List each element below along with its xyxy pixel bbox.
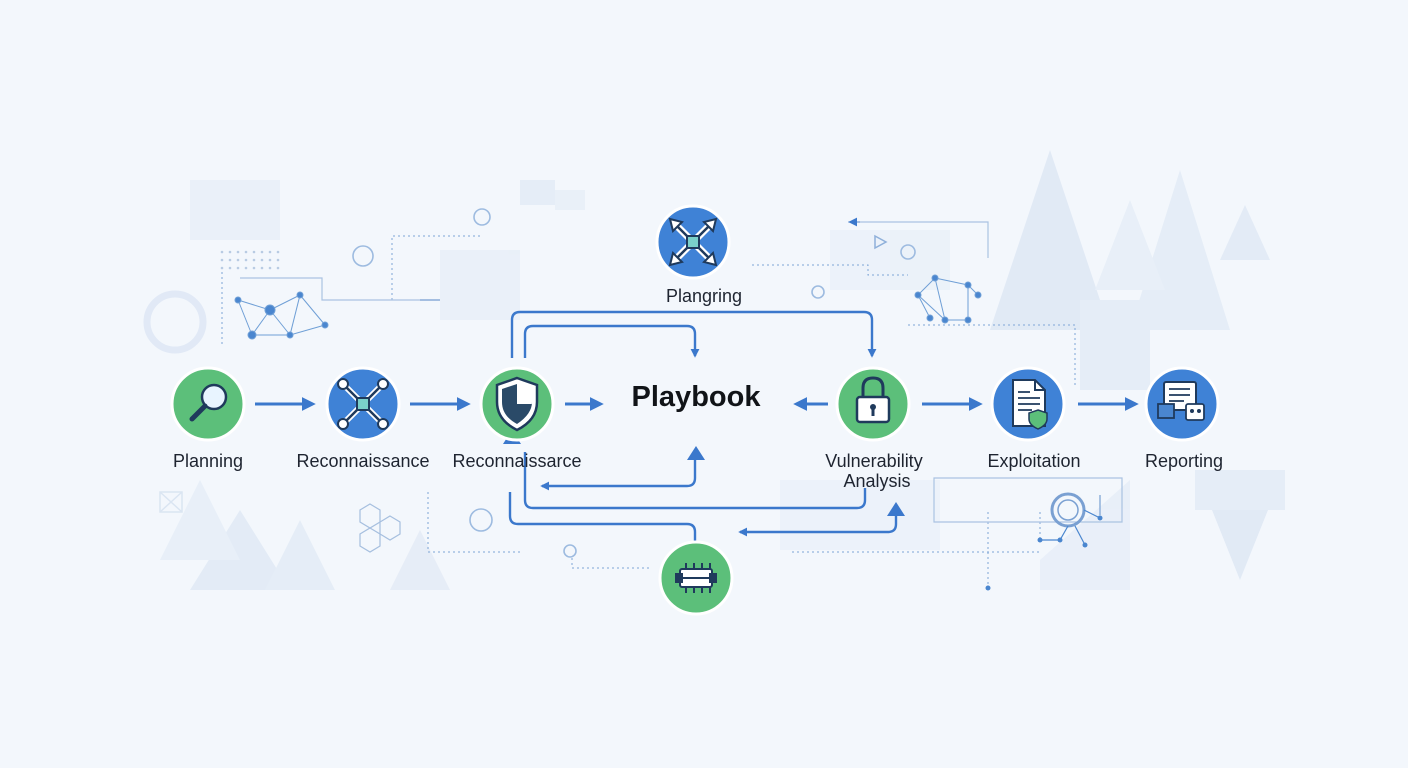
- dot-grid: [220, 250, 280, 270]
- loop-arrows: [508, 310, 898, 548]
- shield-icon: [495, 376, 539, 432]
- crossed-tools-icon: [668, 217, 718, 267]
- node-plangring[interactable]: [655, 204, 731, 280]
- node-recon-1[interactable]: [325, 366, 401, 442]
- magnifier-icon: [189, 383, 228, 422]
- thin-connectors: [240, 221, 1123, 523]
- loop-right-bottom: [738, 504, 898, 537]
- node-planning[interactable]: [168, 364, 248, 444]
- dotted-connectors: [221, 235, 1076, 588]
- label-analysis: Analysis: [843, 471, 911, 491]
- node-bottom[interactable]: [658, 540, 734, 616]
- report-screen-icon: [1157, 381, 1205, 421]
- playbook-title: Playbook: [631, 381, 761, 413]
- node-exploit[interactable]: [990, 366, 1066, 442]
- label-vulnerability: Vulnerability: [825, 451, 923, 471]
- loop-bottom-node: [508, 492, 697, 548]
- network-graph-right: [914, 274, 982, 324]
- label-plangring: Plangring: [665, 286, 743, 306]
- label-reconnaissance: Reconnaissance: [296, 451, 430, 471]
- chip-connector: [1040, 509, 1101, 546]
- node-report[interactable]: [1144, 366, 1220, 442]
- loop-bottom-inner: [540, 452, 697, 491]
- node-recon-2[interactable]: [479, 366, 555, 442]
- network-graph-left: [234, 291, 329, 340]
- loop-top-outer: [510, 310, 877, 358]
- loop-top-inner: [523, 324, 700, 358]
- circuit-icon: [675, 563, 717, 593]
- hexagon-cluster: [359, 503, 401, 553]
- decor-arrows: [420, 217, 1101, 515]
- document-shield-icon: [1012, 379, 1048, 430]
- background-decoration: [143, 150, 1285, 590]
- loop-bottom-outer: [523, 452, 867, 510]
- padlock-icon: [855, 376, 891, 424]
- wrench-cross-icon: [337, 378, 389, 430]
- node-vuln[interactable]: [835, 366, 911, 442]
- label-reconnaissarce: Reconnaissarce: [452, 451, 582, 471]
- label-planning: Planning: [172, 451, 244, 471]
- label-exploitation: Exploitation: [987, 451, 1081, 471]
- label-reporting: Reporting: [1144, 451, 1224, 471]
